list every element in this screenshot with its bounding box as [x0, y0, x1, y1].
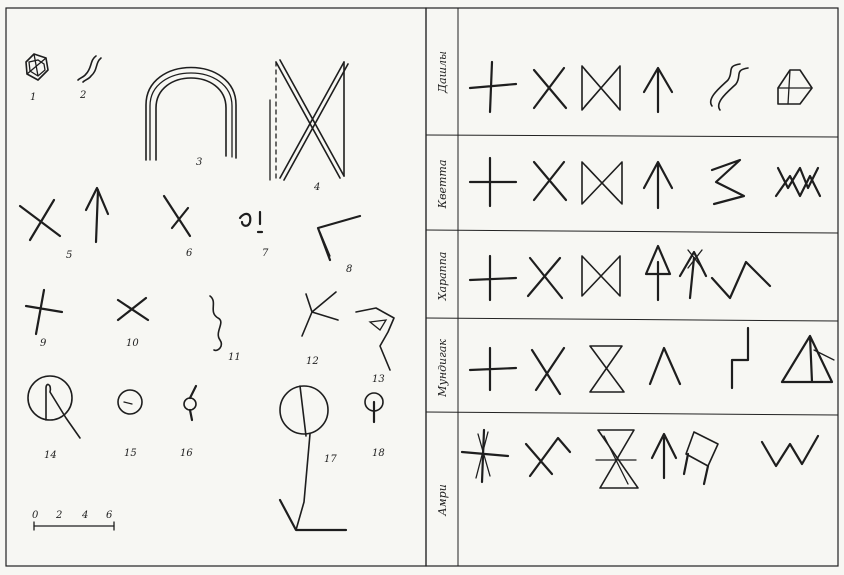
sign-6 [164, 196, 190, 236]
scale-bar: 0 2 4 6 [32, 510, 114, 530]
left-panel-frame [6, 8, 426, 566]
right-panel-frame [426, 8, 838, 566]
row-divider [426, 412, 838, 415]
figure-number: 18 [372, 448, 385, 459]
figure-number: 13 [372, 374, 385, 385]
row-label-harappa: Хараппа [436, 252, 449, 302]
scale-label: 2 [55, 510, 62, 521]
figure-number: 8 [346, 264, 352, 275]
row-mundigak-signs [470, 328, 834, 394]
sign-15 [118, 390, 142, 414]
figure-number: 11 [228, 352, 241, 363]
sign-11 [210, 296, 221, 350]
figure-number: 7 [262, 248, 269, 259]
figure-number: 3 [196, 157, 202, 168]
scale-label: 6 [106, 510, 113, 521]
sign-5 [20, 188, 108, 242]
figure-number: 17 [324, 454, 337, 465]
sign-10 [118, 298, 148, 320]
sign-7 [240, 212, 262, 232]
sign-2 [78, 56, 101, 82]
row-quetta-signs [470, 158, 820, 208]
sign-9 [26, 290, 62, 334]
sign-14 [28, 376, 80, 438]
row-divider [426, 230, 838, 233]
figure-number: 2 [79, 90, 86, 101]
sign-8 [318, 216, 360, 260]
row-amri-signs [462, 430, 818, 488]
row-harappa-signs [470, 246, 770, 300]
figure-number: 6 [186, 248, 193, 259]
figure-number: 14 [44, 450, 57, 461]
figure-number: 10 [126, 338, 139, 349]
row-label-amri: Амри [436, 484, 449, 517]
sign-1 [26, 54, 48, 80]
sign-4 [270, 60, 348, 180]
row-divider [426, 318, 838, 321]
figure-number: 9 [40, 338, 47, 349]
figure-number: 4 [313, 182, 320, 193]
row-divider [426, 135, 838, 137]
sign-3 [146, 68, 236, 161]
scale-label: 0 [32, 510, 39, 521]
sign-18 [365, 393, 383, 422]
sign-16 [184, 386, 196, 420]
row-label-dashly: Дашлы [436, 51, 449, 94]
row-dashly-signs [470, 62, 812, 112]
figure-number: 5 [66, 250, 72, 261]
row-label-mundigak: Мундигак [436, 339, 449, 398]
figure-number: 16 [180, 448, 193, 459]
figure-number: 15 [124, 448, 137, 459]
sign-13 [356, 308, 394, 370]
sign-12 [302, 292, 338, 336]
figure-number: 1 [30, 92, 36, 103]
scale-label: 4 [81, 510, 88, 521]
figure-number: 12 [306, 356, 319, 367]
row-label-quetta: Кветта [436, 160, 449, 210]
